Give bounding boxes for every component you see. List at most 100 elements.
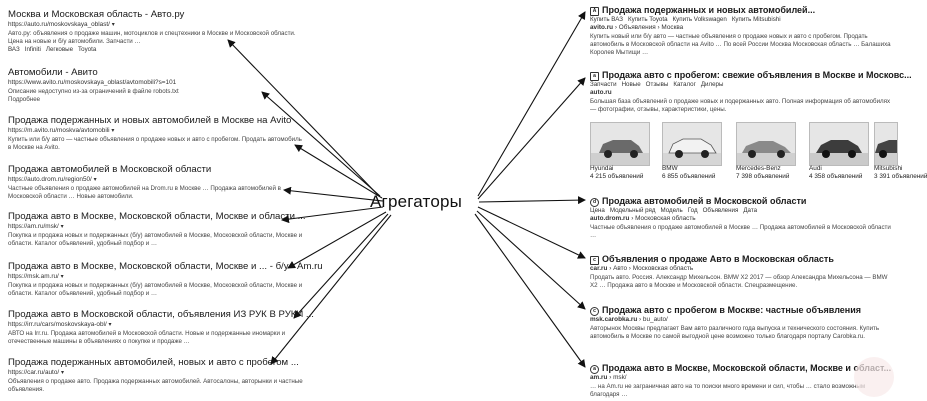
dropdown-caret-icon[interactable]: ▾: [111, 22, 115, 28]
result-snippet: Авто.ру: объявления о продаже машин, мот…: [8, 29, 296, 45]
arrow-left: [287, 211, 387, 269]
car-thumbnail[interactable]: [874, 122, 898, 166]
sitelink[interactable]: Модельный ряд: [609, 207, 656, 214]
arrow-right: [478, 196, 586, 205]
result-snippet: Большая база объявлений о продаже новых …: [590, 97, 891, 113]
car-thumbnail[interactable]: [809, 122, 869, 166]
result-url[interactable]: https://www.avito.ru/moskovskaya_oblast/…: [8, 79, 177, 86]
car-thumbnail[interactable]: [662, 122, 722, 166]
search-result: Продажа авто в Московской области, объяв…: [8, 309, 314, 346]
result-url[interactable]: avito.ru › Объявления › Москва: [590, 24, 684, 31]
car-icon: [875, 140, 897, 165]
arrow-left: [261, 91, 381, 197]
site-favicon-icon: A: [590, 7, 599, 16]
sitelink[interactable]: Купить Mitsubishi: [731, 16, 781, 23]
sitelink[interactable]: ВАЗ: [8, 45, 20, 53]
arrows-diagram: [227, 11, 586, 368]
site-favicon-icon: c: [590, 256, 599, 265]
sitelink[interactable]: Купить ВАЗ: [590, 16, 623, 23]
sitelink[interactable]: Дата: [743, 207, 758, 214]
result-title[interactable]: Продажа авто в Московской области, объяв…: [8, 309, 314, 320]
dropdown-caret-icon[interactable]: ▾: [60, 274, 64, 280]
result-url[interactable]: https://auto.drom.ru/region50/ ▾: [8, 176, 97, 183]
arrow-right: [477, 77, 586, 200]
result-title[interactable]: Продажа подержанных автомобилей, новых и…: [8, 357, 299, 368]
arrow-left: [270, 214, 392, 365]
sitelink[interactable]: Каталог: [673, 81, 696, 88]
sitelink[interactable]: Новые: [621, 81, 641, 88]
car-thumbnail[interactable]: [590, 122, 650, 166]
sitelink[interactable]: Toyota: [78, 45, 97, 53]
sitelink[interactable]: Год: [687, 207, 698, 214]
site-favicon-icon: d: [590, 198, 599, 207]
result-snippet: Частные объявления о продаже автомобилей…: [8, 184, 281, 200]
result-title[interactable]: Автомобили - Авито: [8, 67, 98, 78]
arrow-left: [281, 206, 384, 224]
result-url[interactable]: https://msk.am.ru/ ▾: [8, 273, 64, 280]
dropdown-caret-icon[interactable]: ▾: [111, 128, 115, 134]
search-result: Продажа авто в Москве, Московской област…: [8, 261, 323, 298]
arrow-right: [476, 210, 586, 310]
result-url[interactable]: https://auto.ru/moskovskaya_oblast/ ▾: [8, 21, 115, 28]
result-url[interactable]: https://m.avito.ru/moskva/avtomobili ▾: [8, 127, 115, 134]
search-result: Продажа подержанных и новых автомобилей …: [8, 115, 306, 152]
sitelink[interactable]: Легковые: [45, 45, 74, 53]
sitelink[interactable]: Infiniti: [24, 45, 41, 53]
sitelink[interactable]: Цена: [590, 207, 605, 214]
result-url[interactable]: auto.ru: [590, 89, 612, 96]
dropdown-caret-icon[interactable]: ▾: [93, 177, 97, 183]
search-result: Продажа авто в Москве, Московской област…: [8, 211, 306, 248]
more-link[interactable]: Подробнее: [8, 95, 41, 103]
result-url[interactable]: car.ru › Авто › Московская область: [590, 265, 694, 272]
sitelink[interactable]: Модель: [660, 207, 683, 214]
result-title[interactable]: Продажа авто в Москве, Московской област…: [8, 211, 306, 222]
result-title[interactable]: Продажа авто в Москве, Московской област…: [8, 261, 323, 272]
result-url[interactable]: https://am.ru/msk/ ▾: [8, 223, 64, 230]
dropdown-caret-icon[interactable]: ▾: [60, 224, 64, 230]
sitelink[interactable]: Запчасти: [590, 81, 617, 88]
result-snippet: АВТО на Irr.ru. Продажа автомобилей в Мо…: [8, 329, 286, 345]
result-title[interactable]: Москва и Московская область - Авто.ру: [8, 9, 185, 20]
sitelink[interactable]: Отзывы: [645, 81, 669, 88]
search-result: Москва и Московская область - Авто.ру ht…: [8, 9, 306, 54]
result-snippet: Купить или б/у авто — частные объявления…: [8, 135, 302, 151]
arrow-right: [477, 206, 586, 259]
result-snippet: … на Am.ru не заграничная авто на то пои…: [590, 382, 866, 398]
result-url[interactable]: https://car.ru/auto/ ▾: [8, 369, 64, 376]
result-snippet: Продать авто. Россия. Александр Михельсо…: [590, 273, 888, 289]
search-result: Продажа подержанных автомобилей, новых и…: [8, 357, 306, 394]
search-result: Автомобили - Авито https://www.avito.ru/…: [8, 67, 306, 104]
sitelink[interactable]: Купить Volkswagen: [672, 16, 727, 23]
dropdown-caret-icon[interactable]: ▾: [108, 322, 112, 328]
result-url[interactable]: auto.drom.ru › Московская область: [590, 215, 696, 222]
site-favicon-icon: a: [590, 72, 599, 81]
sitelink[interactable]: Купить Toyota: [628, 16, 668, 23]
car-thumbnail[interactable]: [736, 122, 796, 166]
result-sitelinks: Запчасти Новые Отзывы Каталог Дилеры: [590, 81, 896, 89]
result-snippet: Авторынок Москвы предлагает Вам авто раз…: [590, 324, 880, 340]
watermark-logo-icon: [854, 357, 894, 397]
result-snippet: Покупка и продажа новых и подержанных (б…: [8, 281, 303, 297]
dropdown-caret-icon[interactable]: ▾: [60, 370, 64, 376]
result-url[interactable]: msk.carobka.ru › bu_auto/: [590, 316, 668, 323]
result-url[interactable]: https://irr.ru/cars/moskovskaya-obl/ ▾: [8, 321, 112, 328]
sitelink[interactable]: Объявления: [702, 207, 739, 214]
result-url[interactable]: am.ru › msk/: [590, 374, 627, 381]
sitelink[interactable]: Дилеры: [700, 81, 724, 88]
result-title[interactable]: Продажа автомобилей в Московской области: [8, 164, 212, 175]
result-title[interactable]: Продажа подержанных и новых автомобилей …: [8, 115, 292, 126]
